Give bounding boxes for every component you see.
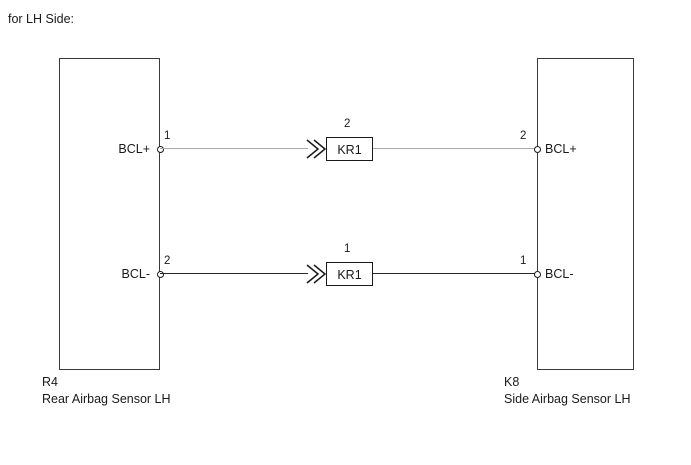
terminal-label-left-bcl-minus: BCL- xyxy=(121,267,150,281)
terminal-label-left-bcl-plus: BCL+ xyxy=(118,142,150,156)
component-kr1-top: KR1 xyxy=(326,137,373,161)
double-chevron-icon xyxy=(306,139,326,159)
connector-description-left: Rear Airbag Sensor LH xyxy=(42,392,171,406)
connector-code-left: R4 xyxy=(42,375,58,389)
connector-code-right: K8 xyxy=(504,375,520,389)
wire-bcl-minus-right-segment xyxy=(373,273,537,275)
pin-number-right-top: 2 xyxy=(520,130,527,142)
pin-number-left-top: 1 xyxy=(164,130,171,142)
pin-number-left-bottom: 2 xyxy=(164,255,171,267)
connector-box-right xyxy=(537,58,634,370)
connector-caption-right: K8 Side Airbag Sensor LH xyxy=(504,374,630,408)
page-title: for LH Side: xyxy=(8,12,75,26)
pin-number-right-bottom: 1 xyxy=(520,255,527,267)
connector-description-right: Side Airbag Sensor LH xyxy=(504,392,631,406)
terminal-node-right-top xyxy=(533,145,541,153)
terminal-node-right-bottom xyxy=(533,270,541,278)
wire-bcl-minus-left-segment xyxy=(160,273,308,275)
connector-box-left xyxy=(59,58,160,370)
connector-caption-left: R4 Rear Airbag Sensor LH xyxy=(42,374,171,408)
pin-number-component-bottom: 1 xyxy=(344,243,351,255)
terminal-label-right-bcl-plus: BCL+ xyxy=(545,142,577,156)
terminal-label-right-bcl-minus: BCL- xyxy=(545,267,574,281)
double-chevron-icon xyxy=(306,264,326,284)
wire-bcl-plus-left-segment xyxy=(160,148,308,150)
component-kr1-bottom: KR1 xyxy=(326,262,373,286)
pin-number-component-top: 2 xyxy=(344,118,351,130)
wire-bcl-plus-right-segment xyxy=(373,148,537,150)
